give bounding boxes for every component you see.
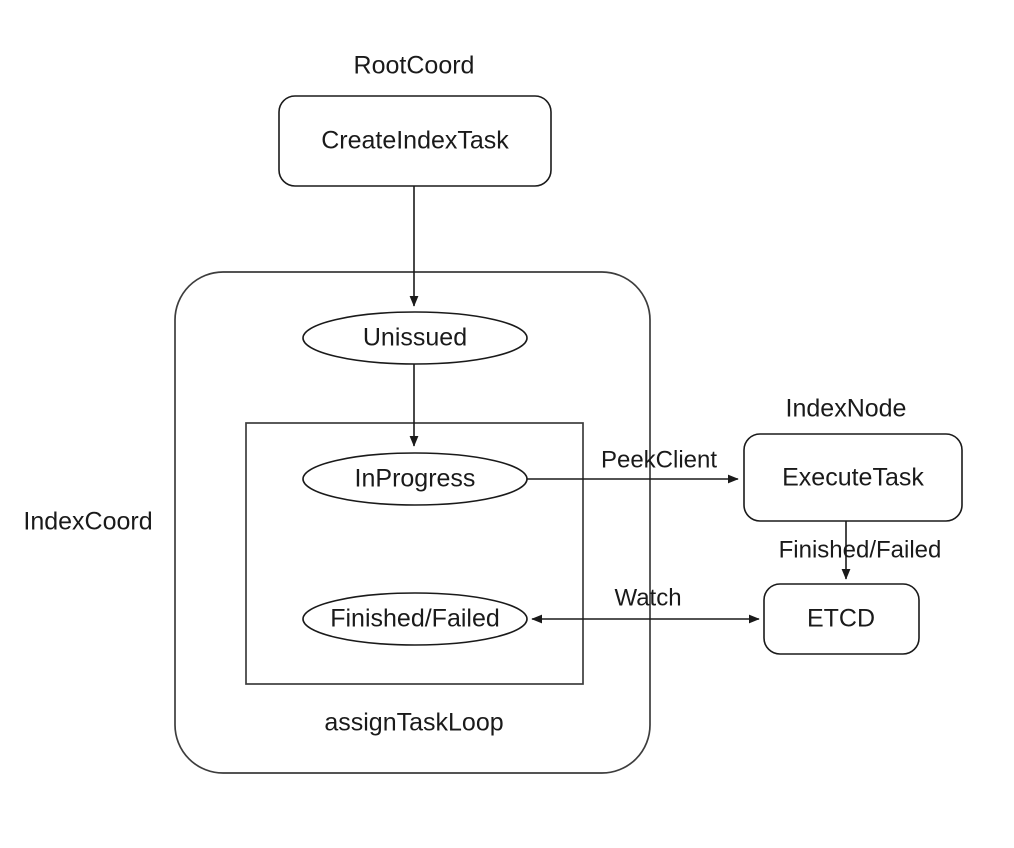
node-label-etcd: ETCD <box>807 605 875 633</box>
node-finishedfailed[interactable]: Finished/Failed <box>302 592 528 646</box>
node-label-executetask: ExecuteTask <box>782 464 924 492</box>
group-label-assigntaskloop: assignTaskLoop <box>324 709 503 737</box>
node-shape-executetask <box>743 433 963 522</box>
node-shape-finishedfailed <box>302 592 528 646</box>
node-shape-createindextask <box>278 95 552 187</box>
edge-label-peekclient: PeekClient <box>601 446 717 473</box>
group-container-indexcoord <box>174 271 651 774</box>
node-etcd[interactable]: ETCD <box>763 583 920 655</box>
edge-label-watch: Watch <box>614 584 681 611</box>
node-shape-unissued <box>302 311 528 365</box>
group-label-indexnode: IndexNode <box>786 395 907 423</box>
node-inprogress[interactable]: InProgress <box>302 452 528 506</box>
node-createindextask[interactable]: CreateIndexTask <box>278 95 552 187</box>
node-label-inprogress: InProgress <box>355 465 476 493</box>
node-shape-etcd <box>763 583 920 655</box>
node-executetask[interactable]: ExecuteTask <box>743 433 963 522</box>
node-label-finishedfailed: Finished/Failed <box>330 605 500 633</box>
group-label-rootcoord: RootCoord <box>354 52 475 80</box>
group-label-indexcoord: IndexCoord <box>23 508 152 536</box>
node-shape-inprogress <box>302 452 528 506</box>
node-label-unissued: Unissued <box>363 324 467 352</box>
edge-label-finished-failed: Finished/Failed <box>779 536 942 563</box>
node-label-createindextask: CreateIndexTask <box>321 127 509 155</box>
node-unissued[interactable]: Unissued <box>302 311 528 365</box>
